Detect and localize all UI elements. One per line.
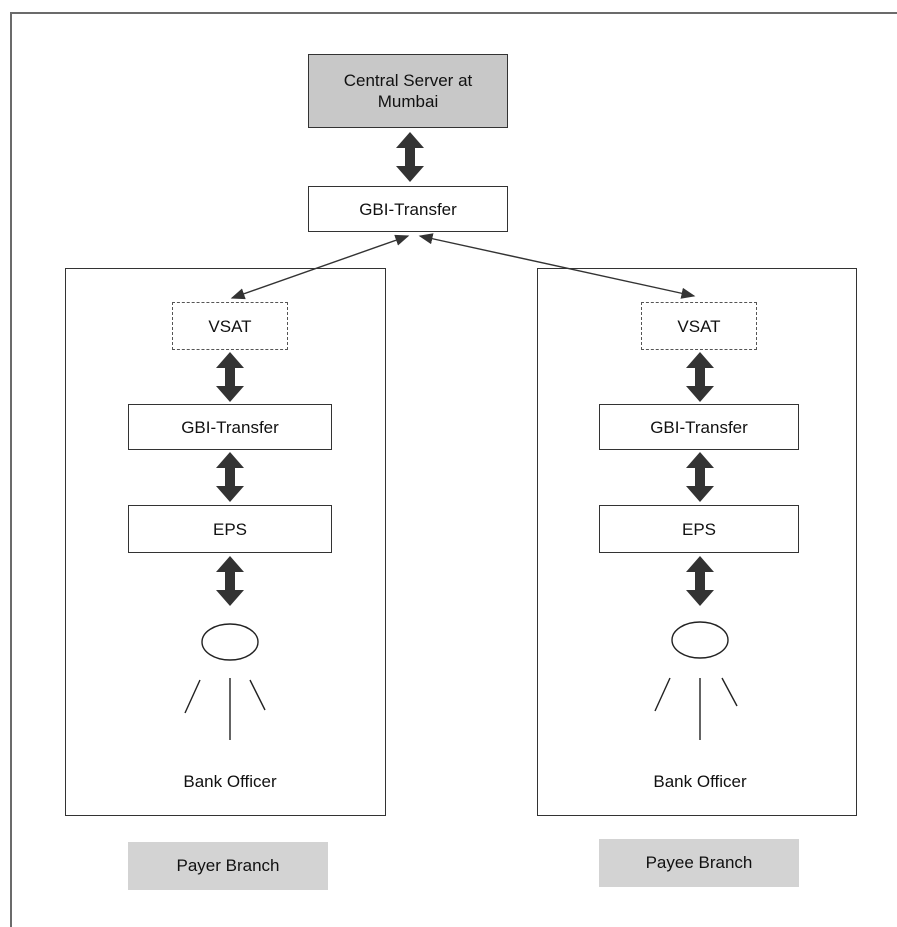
payer-eps-label: EPS <box>212 519 248 539</box>
link-arrow-payer-vsat <box>230 234 410 300</box>
payer-eps-box: EPS <box>128 505 332 553</box>
link-arrow-payee-vsat <box>418 233 696 299</box>
payee-branch-frame <box>537 268 857 816</box>
payee-officer-figure-icon <box>654 621 738 740</box>
payee-vsat-box: VSAT <box>641 302 757 350</box>
payer-branch-frame <box>65 268 386 816</box>
top-gbi-transfer-label: GBI-Transfer <box>359 199 457 219</box>
payee-bank-officer-label: Bank Officer <box>653 772 747 791</box>
double-arrow-payee-eps-officer <box>686 556 714 606</box>
double-arrow-payer-gateway-eps <box>216 452 244 502</box>
payer-gbi-transfer-label: GBI-Transfer <box>181 417 279 437</box>
double-arrow-payee-gateway-eps <box>686 452 714 502</box>
payee-branch-tag: Payee Branch <box>599 839 799 887</box>
top-gbi-transfer-box: GBI-Transfer <box>308 186 508 232</box>
central-server-label-line2: Mumbai <box>377 92 439 111</box>
payer-branch-label: Payer Branch <box>176 856 280 875</box>
double-arrow-payer-eps-officer <box>216 556 244 606</box>
double-arrow-payee-vsat-gateway <box>686 352 714 402</box>
central-server-label-line1: Central Server at <box>343 71 473 90</box>
double-arrow-central-gateway <box>396 132 424 182</box>
payee-eps-label: EPS <box>681 519 717 539</box>
payee-gbi-transfer-box: GBI-Transfer <box>599 404 799 450</box>
payer-gbi-transfer-box: GBI-Transfer <box>128 404 332 450</box>
payer-branch-tag: Payer Branch <box>128 842 328 890</box>
payer-vsat-box: VSAT <box>172 302 288 350</box>
payer-officer-figure-icon <box>184 623 266 740</box>
payee-eps-box: EPS <box>599 505 799 553</box>
central-server-box: Central Server at Mumbai <box>308 54 508 128</box>
payee-gbi-transfer-label: GBI-Transfer <box>650 417 748 437</box>
payee-branch-label: Payee Branch <box>645 853 753 872</box>
payee-vsat-label: VSAT <box>677 316 721 336</box>
diagram-frame <box>10 12 897 927</box>
payer-vsat-label: VSAT <box>208 316 252 336</box>
payer-bank-officer-label: Bank Officer <box>183 772 277 791</box>
double-arrow-payer-vsat-gateway <box>216 352 244 402</box>
